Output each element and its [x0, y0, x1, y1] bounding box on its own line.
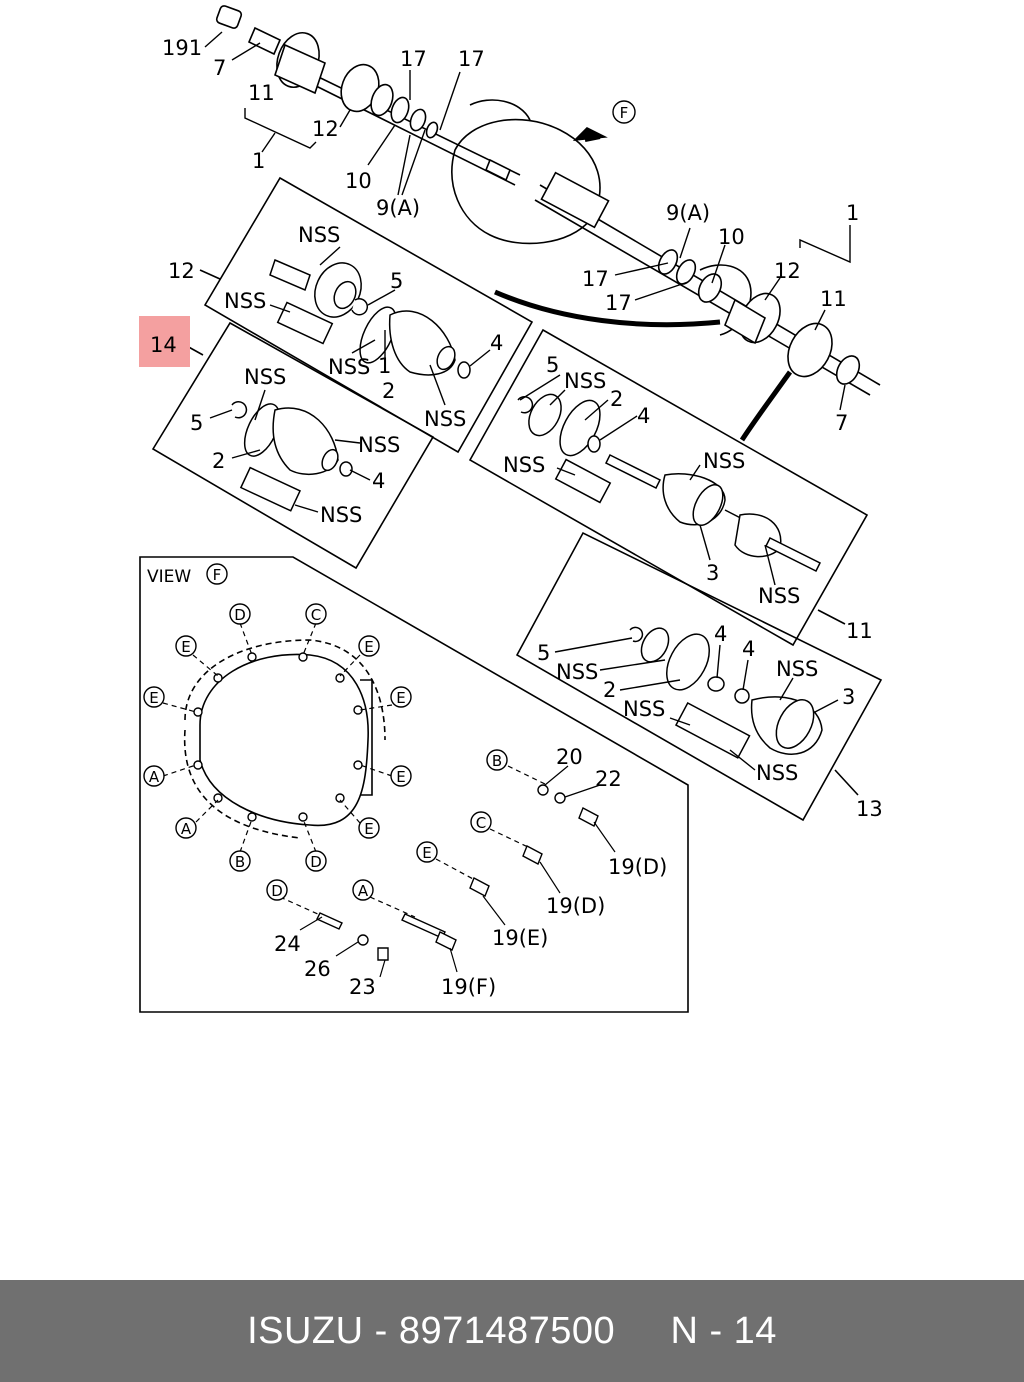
label-4-c: 4	[637, 404, 650, 428]
label-11-top: 11	[248, 81, 275, 105]
label-5-b: 5	[190, 411, 203, 435]
label-17-a: 17	[400, 47, 427, 71]
view-leader-lines	[162, 622, 546, 918]
circled-letters: F F D C E E E E A E A E B D B C E D A	[149, 104, 628, 900]
label-23: 23	[349, 975, 376, 999]
key-a: A	[358, 882, 369, 900]
label-nss-3: NSS	[328, 355, 370, 379]
label-7-right: 7	[835, 411, 848, 435]
label-2-b: 2	[212, 449, 225, 473]
label-2-d: 2	[603, 678, 616, 702]
ref-e-1: E	[181, 638, 190, 656]
label-191: 191	[162, 36, 202, 60]
label-nss-10: NSS	[703, 449, 745, 473]
part-labels: 191 7 11 1 12 17 17 10 9(A) 1 9(A) 10 12…	[147, 36, 883, 999]
ref-e-3: E	[149, 689, 158, 707]
label-nss-1: NSS	[298, 223, 340, 247]
label-10-left: 10	[345, 169, 372, 193]
ref-e-6: E	[364, 820, 373, 838]
label-4-a: 4	[490, 331, 503, 355]
label-nss-7: NSS	[320, 503, 362, 527]
label-12-kit: 12	[168, 259, 195, 283]
label-nss-13: NSS	[776, 657, 818, 681]
label-1-right: 1	[846, 201, 859, 225]
label-nss-4: NSS	[424, 407, 466, 431]
footer-part-number: ISUZU - 8971487500 N - 14	[247, 1309, 777, 1352]
ref-e-5: E	[396, 768, 405, 786]
label-20: 20	[556, 745, 583, 769]
view-f-panel	[139, 556, 689, 1013]
label-12-right: 12	[774, 259, 801, 283]
key-d: D	[271, 882, 283, 900]
label-nss-8: NSS	[564, 369, 606, 393]
label-19d-a: 19(D)	[608, 855, 667, 879]
label-11-right: 11	[820, 287, 847, 311]
leader-lines-kits	[209, 246, 839, 771]
ref-b-1: B	[235, 853, 245, 871]
label-17-d: 17	[605, 291, 632, 315]
label-nss-5: NSS	[244, 365, 286, 389]
label-9a-left: 9(A)	[376, 196, 420, 220]
label-4-b: 4	[372, 469, 385, 493]
label-3-a: 3	[706, 561, 719, 585]
label-view: VIEW	[147, 567, 191, 587]
label-2-c: 2	[610, 387, 623, 411]
label-26: 26	[304, 957, 331, 981]
label-19f: 19(F)	[441, 975, 496, 999]
label-nss-6: NSS	[358, 433, 400, 457]
label-7-top: 7	[213, 56, 226, 80]
label-5-a: 5	[390, 269, 403, 293]
exploded-parts-diagram: 191 7 11 1 12 17 17 10 9(A) 1 9(A) 10 12…	[139, 5, 883, 1013]
label-5-c: 5	[546, 353, 559, 377]
key-b: B	[492, 752, 502, 770]
label-nss-14: NSS	[623, 697, 665, 721]
label-17-c: 17	[582, 267, 609, 291]
label-19d-b: 19(D)	[546, 894, 605, 918]
label-11-kit: 11	[846, 619, 873, 643]
kit-parts-illustration	[231, 258, 823, 759]
hardware-leader-lines	[299, 765, 616, 978]
label-14-kit: 14	[150, 333, 177, 357]
key-c: C	[476, 814, 486, 832]
label-nss-2: NSS	[224, 289, 266, 313]
label-1-kit: 1	[378, 354, 391, 378]
drive-shaft-assembly-illustration	[215, 5, 881, 442]
ref-a-1: A	[149, 768, 160, 786]
ref-d-2: D	[310, 853, 322, 871]
ref-a-2: A	[181, 820, 192, 838]
key-e: E	[422, 844, 431, 862]
label-5-d: 5	[537, 641, 550, 665]
flange-bolt-holes	[193, 652, 363, 822]
label-13-kit: 13	[856, 797, 883, 821]
label-1-left: 1	[252, 149, 265, 173]
ref-e-2: E	[364, 638, 373, 656]
label-12-top: 12	[312, 117, 339, 141]
ref-d-1: D	[234, 606, 246, 624]
label-3-b: 3	[842, 685, 855, 709]
ref-e-4: E	[396, 689, 405, 707]
part-14-highlight	[139, 316, 190, 367]
label-9a-right: 9(A)	[666, 201, 710, 225]
bolt-hardware-illustration	[316, 784, 599, 961]
leader-lines-top	[204, 31, 851, 411]
circled-references	[143, 100, 636, 901]
label-4-d: 4	[714, 622, 727, 646]
label-nss-12: NSS	[556, 660, 598, 684]
label-nss-15: NSS	[756, 761, 798, 785]
label-22: 22	[595, 767, 622, 791]
label-19e: 19(E)	[492, 926, 548, 950]
label-nss-11: NSS	[758, 584, 800, 608]
footer-bar: ISUZU - 8971487500 N - 14	[0, 1280, 1024, 1382]
label-4-e: 4	[742, 637, 755, 661]
kit-box-13	[515, 531, 883, 822]
ref-c-1: C	[311, 606, 321, 624]
label-24: 24	[274, 932, 301, 956]
label-nss-9: NSS	[503, 453, 545, 477]
arrow-f-letter: F	[620, 104, 629, 122]
label-10-right: 10	[718, 225, 745, 249]
label-2-a: 2	[382, 379, 395, 403]
view-f-letter: F	[213, 566, 222, 584]
label-17-b: 17	[458, 47, 485, 71]
